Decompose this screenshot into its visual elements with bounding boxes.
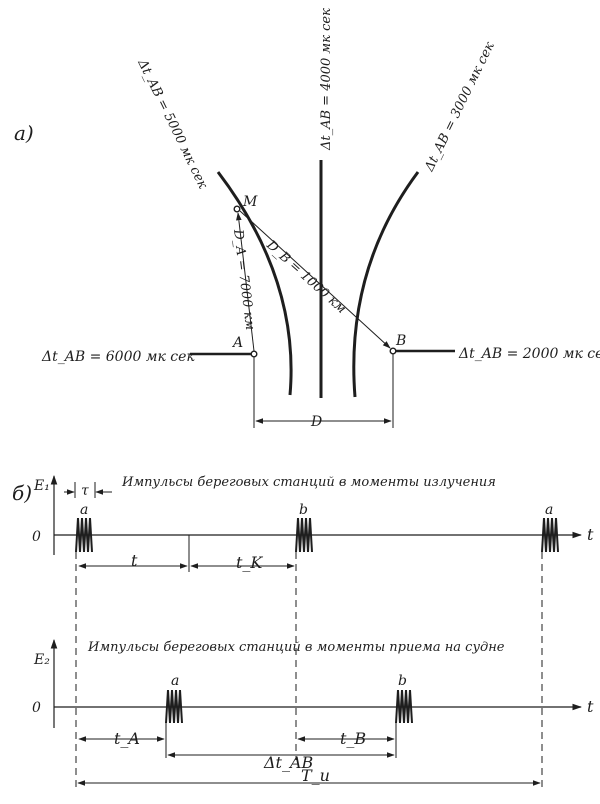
interval-tu-label: T_u <box>301 766 330 785</box>
left-branch-label: Δt_AB = 6000 мк сек <box>41 349 195 365</box>
part-b-label: б) <box>12 481 32 505</box>
emission-pulse-a1-label: a <box>80 502 88 518</box>
hyperbola-diagram: а) Δt_AB = 5000 мк сек Δt_AB = 4000 мк с… <box>14 8 600 430</box>
emission-pulse-a2-label: a <box>545 502 553 518</box>
point-m-label: M <box>242 194 258 210</box>
e2-time-label: t <box>587 697 594 716</box>
baseline-label: D <box>310 414 322 430</box>
reception-pulse-a <box>165 689 183 724</box>
e2-axis-label: E₂ <box>33 652 50 668</box>
part-a-label: а) <box>14 121 34 145</box>
hyperbola-5000 <box>216 171 293 396</box>
reception-title: Импульсы береговых станций в моменты при… <box>87 640 505 655</box>
reception-pulse-a-label: a <box>171 673 179 689</box>
reception-pulse-b <box>395 689 413 724</box>
interval-tk-label: t_K <box>236 553 263 572</box>
station-a-point <box>250 350 258 358</box>
emission-title: Импульсы береговых станций в моменты изл… <box>121 475 496 490</box>
station-b-point <box>389 347 397 355</box>
hyperbola-4000-label: Δt_AB = 4000 мк сек <box>319 8 334 151</box>
e2-zero-label: 0 <box>32 700 41 716</box>
emission-pulse-a2 <box>541 517 559 553</box>
hyperbola-3000-label: Δt_AB = 3000 мк сек <box>422 39 498 174</box>
reception-pulse-b-label: b <box>398 673 407 689</box>
hyperbola-3000 <box>352 171 420 398</box>
emission-pulse-b-label: b <box>299 502 308 518</box>
hyperbola-5000-label: Δt_AB = 5000 мк сек <box>134 56 210 191</box>
emission-pulse-a1 <box>75 517 93 553</box>
distance-da-line <box>236 212 255 352</box>
tau-label: τ <box>81 483 89 499</box>
interval-dtab-label: Δt_AB <box>263 753 314 772</box>
distance-db-line <box>239 210 391 349</box>
station-b-label: B <box>395 333 406 349</box>
distance-da-label: D_A = 7000 км <box>230 228 257 331</box>
emission-pulse-b <box>295 517 313 553</box>
pulse-timing-diagram: б) E₁ 0 t Импульсы береговых станций в м… <box>12 475 594 790</box>
interval-tb-label: t_B <box>340 729 366 748</box>
interval-t-label: t <box>131 551 138 570</box>
e1-zero-label: 0 <box>32 529 41 545</box>
station-a-label: A <box>231 335 243 351</box>
e1-time-label: t <box>587 525 594 544</box>
right-branch-label: Δt_AB = 2000 мк сек <box>458 346 600 362</box>
interval-ta-label: t_A <box>114 729 140 748</box>
point-m <box>233 205 241 213</box>
e1-axis-label: E₁ <box>33 478 50 494</box>
